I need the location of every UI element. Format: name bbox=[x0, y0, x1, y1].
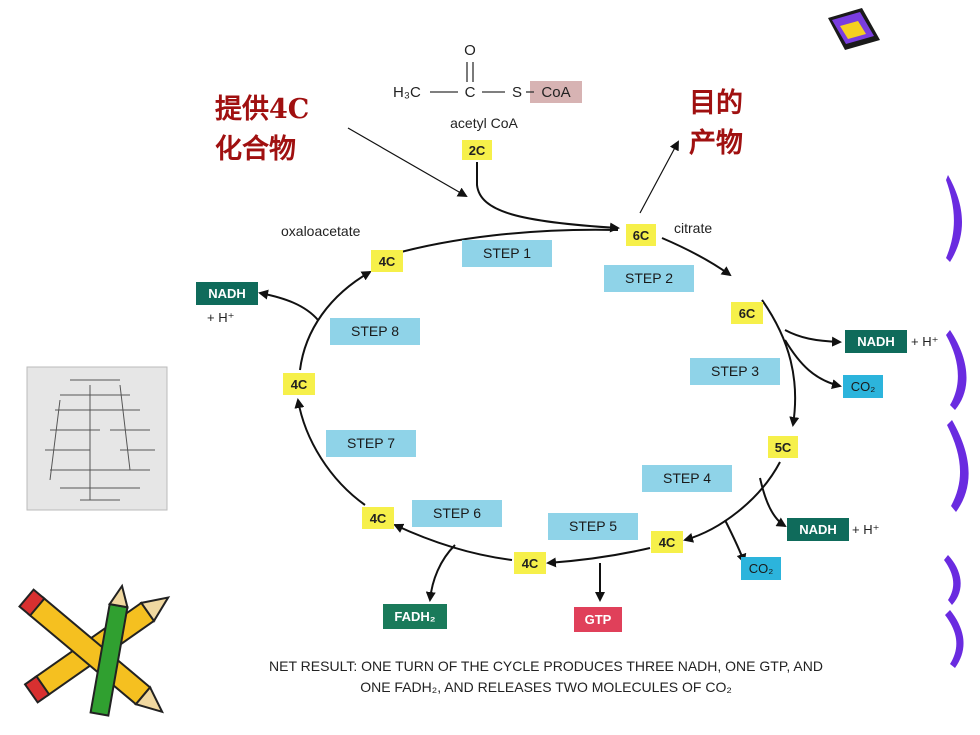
co2-products: CO₂ CO₂ bbox=[741, 375, 883, 580]
step-8-label: STEP 8 bbox=[351, 323, 399, 339]
step-boxes: STEP 1 STEP 2 STEP 3 STEP 4 STEP 5 STEP … bbox=[326, 240, 780, 540]
carbon-box-4c-oxaloacetate bbox=[371, 250, 403, 272]
purple-swoosh-decoration bbox=[944, 175, 969, 668]
carbon-box-2c bbox=[462, 140, 492, 160]
co2-label-step4: CO₂ bbox=[749, 561, 774, 576]
nadh-box-step4 bbox=[787, 518, 849, 541]
carbon-box-5c-label: 5C bbox=[775, 440, 792, 455]
nadh-label-step8: NADH bbox=[208, 286, 246, 301]
oxaloacetate-label: oxaloacetate bbox=[281, 223, 361, 239]
fadh2-label: FADH₂ bbox=[394, 609, 435, 624]
step-3-box bbox=[690, 358, 780, 385]
nadh-box-step3 bbox=[845, 330, 907, 353]
step-1-box bbox=[462, 240, 552, 267]
fadh2-box bbox=[383, 604, 447, 629]
step-2-box bbox=[604, 265, 694, 292]
step-7-label: STEP 7 bbox=[347, 435, 395, 451]
step-1-label: STEP 1 bbox=[483, 245, 531, 261]
carbon-box-2c-label: 2C bbox=[469, 143, 486, 158]
annotation-target-line2: 产物 bbox=[689, 128, 743, 159]
carbon-box-5c bbox=[768, 436, 798, 458]
carbon-box-citrate-label: 6C bbox=[633, 228, 650, 243]
h-plus-step3: + H⁺ bbox=[911, 334, 938, 349]
carbon-box-4c-fumarate-label: 4C bbox=[370, 511, 387, 526]
nadh-label-step4: NADH bbox=[799, 522, 837, 537]
annotation-provide-line2: 化合物 bbox=[215, 133, 296, 165]
carbon-boxes: 6C 6C 5C 4C 4C 4C 4C 4C bbox=[283, 224, 798, 574]
carbon-box-4c-succinate bbox=[514, 552, 546, 574]
h-plus-step4: + H⁺ bbox=[852, 522, 879, 537]
step-6-box bbox=[412, 500, 502, 527]
step-3-label: STEP 3 bbox=[711, 363, 759, 379]
crossed-pencils-clipart-icon bbox=[18, 583, 171, 717]
citrate-label: citrate bbox=[674, 220, 712, 236]
gtp-label: GTP bbox=[585, 612, 612, 627]
co2-label-step3: CO₂ bbox=[851, 379, 876, 394]
carbon-box-4c-succinylcoa-label: 4C bbox=[659, 535, 676, 550]
annotation-target-line1: 目的 bbox=[689, 87, 743, 119]
carbon-box-citrate bbox=[626, 224, 656, 246]
step-4-box bbox=[642, 465, 732, 492]
thumbnail-pathway-image bbox=[26, 366, 168, 511]
sulfur-atom: S bbox=[512, 84, 522, 101]
net-result-line1: NET RESULT: ONE TURN OF THE CYCLE PRODUC… bbox=[269, 658, 823, 674]
step-2-label: STEP 2 bbox=[625, 270, 673, 286]
nadh-products: NADH + H⁺ NADH + H⁺ NADH + H⁺ bbox=[196, 282, 938, 541]
carbon-atom: C bbox=[465, 84, 476, 101]
carbon-box-isocitrate bbox=[731, 302, 763, 324]
h-plus-step8: + H⁺ bbox=[207, 310, 234, 325]
carbon-box-4c-malate-label: 4C bbox=[291, 377, 308, 392]
pointer-line-target bbox=[639, 140, 679, 214]
step-4-label: STEP 4 bbox=[663, 470, 711, 486]
carbon-box-4c-succinate-label: 4C bbox=[522, 556, 539, 571]
acetyl-coa-structure: O H₃C C S CoA acetyl CoA bbox=[393, 42, 582, 131]
nadh-label-step3: NADH bbox=[857, 334, 895, 349]
net-result-line2: ONE FADH₂, AND RELEASES TWO MOLECULES OF… bbox=[360, 679, 732, 695]
carbon-box-4c-oxaloacetate-label: 4C bbox=[379, 254, 396, 269]
carbon-box-4c-malate bbox=[283, 373, 315, 395]
carbon-box-4c-succinylcoa bbox=[651, 531, 683, 553]
step-6-label: STEP 6 bbox=[433, 505, 481, 521]
h3c-group: H₃C bbox=[393, 84, 421, 101]
coa-group: CoA bbox=[541, 84, 570, 101]
co2-box-step3 bbox=[843, 375, 883, 398]
annotation-provide-line1: 提供4C bbox=[215, 94, 309, 125]
carbon-box-4c-fumarate bbox=[362, 507, 394, 529]
book-clipart-icon bbox=[828, 8, 880, 50]
step-7-box bbox=[326, 430, 416, 457]
nadh-box-step8 bbox=[196, 282, 258, 305]
co2-box-step4 bbox=[741, 557, 781, 580]
carbon-box-isocitrate-label: 6C bbox=[739, 306, 756, 321]
step-5-box bbox=[548, 513, 638, 540]
step-5-label: STEP 5 bbox=[569, 518, 617, 534]
oxygen-atom: O bbox=[464, 42, 476, 59]
gtp-box bbox=[574, 607, 622, 632]
cycle-arrows bbox=[294, 162, 800, 568]
pointer-line-provide bbox=[347, 127, 468, 197]
step-8-box bbox=[330, 318, 420, 345]
acetyl-coa-label: acetyl CoA bbox=[450, 115, 518, 131]
